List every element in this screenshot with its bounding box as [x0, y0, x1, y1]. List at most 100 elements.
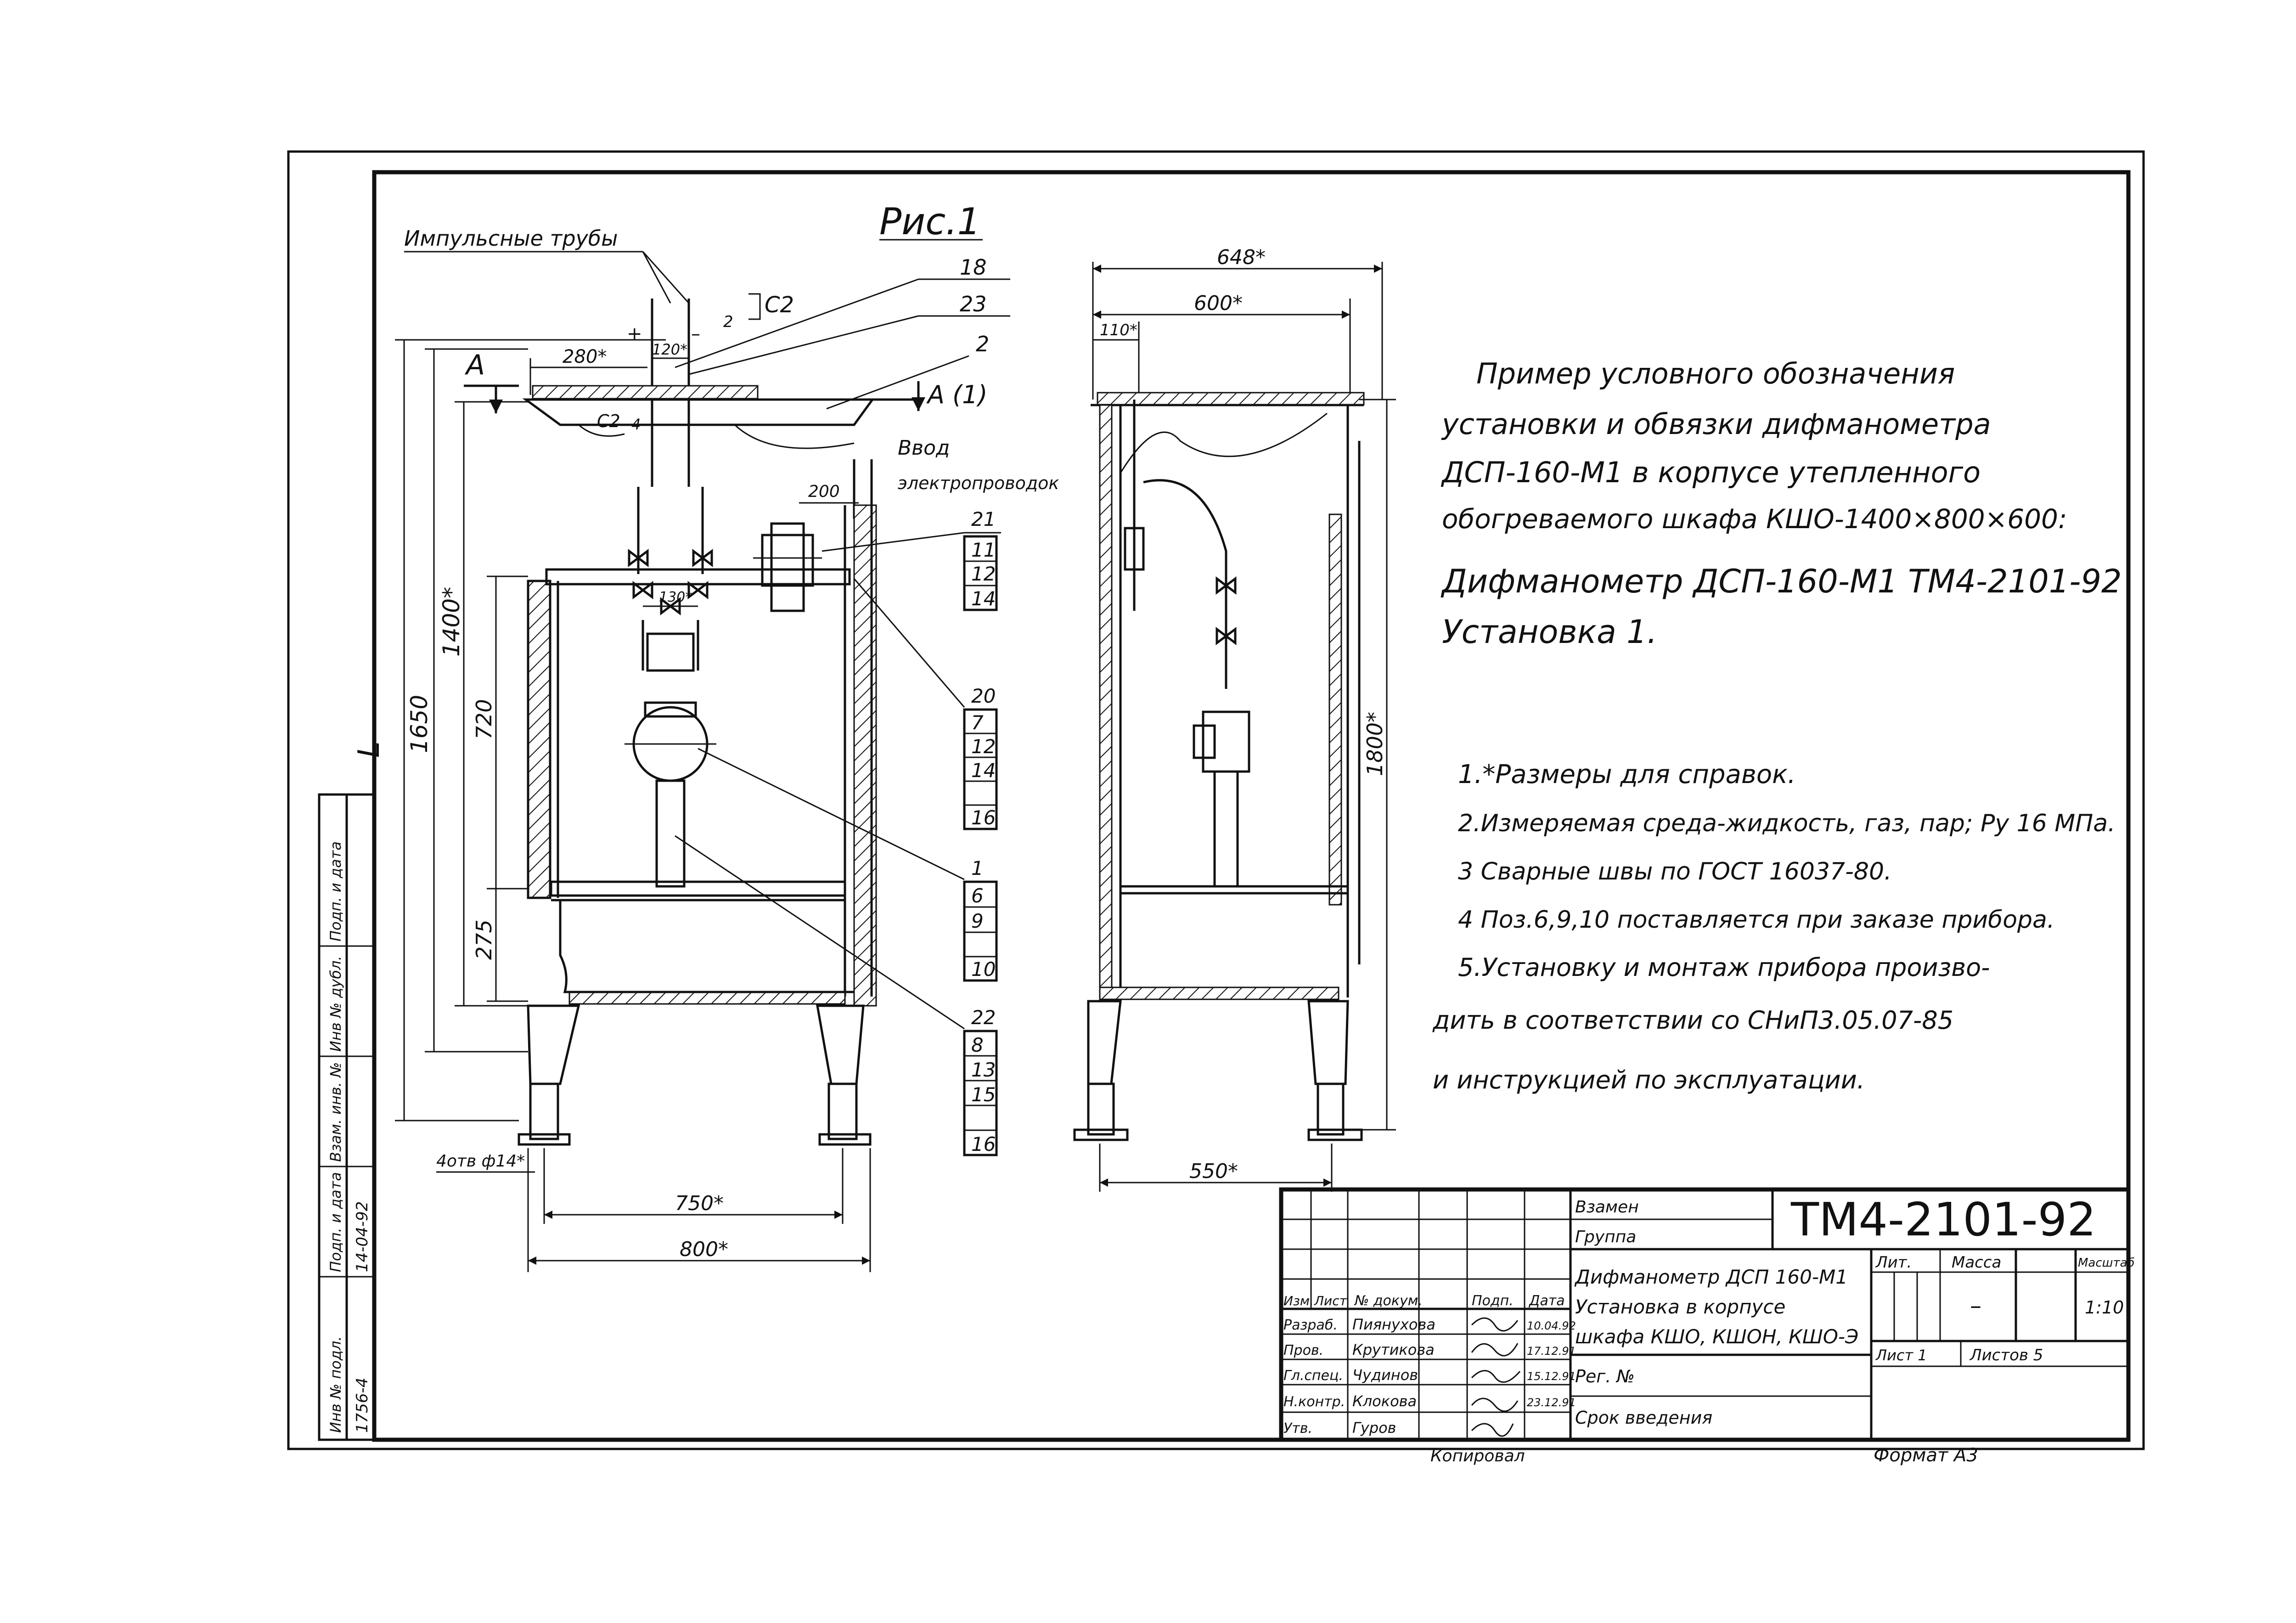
title-line: шкафа КШО, КШОН, КШО-Э — [1575, 1325, 1858, 1348]
section-a-right: А (1) — [926, 380, 988, 409]
note-line: 4 Поз.6,9,10 поставляется при заказе при… — [1458, 906, 2054, 934]
callout-1-3: 10 — [971, 958, 996, 981]
name-value: Гуров — [1352, 1419, 1396, 1437]
sheet-label: Лист 1 — [1875, 1347, 1927, 1364]
dim-550: 550* — [1189, 1160, 1238, 1183]
title-line: Установка в корпусе — [1575, 1296, 1785, 1318]
date-value: 17.12.91 — [1527, 1345, 1576, 1358]
dim-800: 800* — [680, 1238, 728, 1261]
side-stamp-label: Инв № дубл. — [327, 956, 344, 1052]
note-line: дить в соответствии со СНиП3.05.07-85 — [1432, 1006, 1953, 1035]
format-label: Формат А3 — [1874, 1445, 1978, 1466]
front-view: Рис.1 Импульсные трубы + – С2 2 280* 120… — [352, 200, 1059, 1272]
dim-1400: 1400* — [438, 587, 465, 657]
callout-20-1: 7 — [971, 711, 984, 734]
sheets-label: Листов 5 — [1969, 1346, 2043, 1364]
c2-small-label: С2 — [597, 411, 620, 431]
doc-number: ТМ4-2101-92 — [1790, 1193, 2096, 1246]
side-stamp-label: Подп. и дата — [327, 841, 344, 941]
lit-header: Лит. — [1875, 1253, 1912, 1272]
note-line: 1.*Размеры для справок. — [1458, 760, 1796, 789]
role-label: Разраб. — [1283, 1317, 1338, 1333]
dim-120: 120* — [652, 341, 687, 358]
callout-18: 18 — [960, 255, 987, 280]
figure-title: Рис.1 — [879, 200, 981, 243]
dim-280: 280* — [563, 346, 607, 367]
note-line: 3 Сварные швы по ГОСТ 16037-80. — [1458, 858, 1892, 885]
callout-23: 23 — [960, 292, 987, 316]
dim-200: 200 — [808, 482, 840, 501]
designation-line-2: Установка 1. — [1442, 613, 1657, 651]
side-stamp-label: Взам. инв. № — [327, 1062, 344, 1162]
scale-header: Масштаб — [2078, 1256, 2135, 1270]
callout-21-0: 21 — [971, 508, 996, 530]
dim-1650: 1650 — [406, 695, 433, 753]
dim-600: 600* — [1194, 292, 1243, 315]
dim-L: L — [352, 741, 386, 758]
dim-750: 750* — [675, 1192, 724, 1215]
side-stamp-value: 1756-4 — [353, 1378, 371, 1433]
callout-20-2: 12 — [971, 735, 996, 758]
gruppa-label: Группа — [1575, 1228, 1636, 1246]
role-label: Утв. — [1283, 1420, 1312, 1437]
impulse-tubes-label: Импульсные трубы — [404, 226, 618, 251]
col-header: Дата — [1528, 1293, 1565, 1309]
role-label: Пров. — [1283, 1342, 1323, 1358]
dim-130: 130* — [659, 589, 692, 605]
dim-holes: 4отв ф14* — [436, 1152, 525, 1171]
callout-1-1: 6 — [971, 885, 984, 907]
number-2-label: 2 — [723, 313, 733, 331]
wiring-label-2: электропроводок — [898, 473, 1059, 493]
description-block: Пример условного обозначения установки и… — [1441, 357, 2122, 651]
dim-648: 648* — [1217, 246, 1266, 269]
valid-from: Срок введения — [1575, 1408, 1712, 1428]
section-a-left: А — [464, 349, 485, 381]
c2-label: С2 — [765, 292, 794, 318]
mass-header: Масса — [1952, 1253, 2001, 1272]
role-label: Н.контр. — [1283, 1394, 1345, 1410]
note-line: 5.Установку и монтаж прибора произво- — [1458, 953, 1990, 982]
dim-275: 275 — [472, 919, 496, 960]
vzamen-label: Взамен — [1575, 1198, 1639, 1217]
reg-no: Рег. № — [1575, 1366, 1635, 1386]
mass-value: – — [1970, 1292, 1981, 1319]
callout-22-0: 22 — [971, 1006, 996, 1029]
description-line: ДСП-160-М1 в корпусе утепленного — [1441, 456, 1981, 489]
name-value: Пиянухова — [1352, 1316, 1435, 1333]
designation-line-1: Дифманометр ДСП-160-М1 ТМ4-2101-92 — [1441, 563, 2122, 600]
notes-block: 1.*Размеры для справок. 2.Измеряемая сре… — [1432, 760, 2116, 1094]
callout-20-3: 14 — [971, 759, 996, 782]
callout-group-22: 22 8 13 15 16 — [675, 835, 998, 1156]
scale-value: 1:10 — [2085, 1297, 2124, 1318]
side-view: 648* 600* 110* — [1073, 246, 1396, 1192]
side-stamp-value: 14-04-92 — [353, 1201, 371, 1272]
callout-22-3: 15 — [971, 1083, 996, 1106]
dim-720: 720 — [472, 699, 496, 739]
callout-group-1: 1 6 9 10 — [698, 748, 998, 982]
callout-21-1: 11 — [971, 539, 996, 561]
col-header: Лист — [1314, 1293, 1347, 1308]
plus-sign: + — [627, 323, 642, 344]
date-value: 23.12.91 — [1527, 1396, 1576, 1409]
dim-110: 110* — [1100, 321, 1137, 339]
note-line: 2.Измеряемая среда-жидкость, газ, пар; Р… — [1458, 810, 2116, 837]
callout-group-21: 21 11 12 14 — [822, 508, 1001, 611]
copied-label: Копировал — [1430, 1447, 1525, 1465]
description-line: Пример условного обозначения — [1476, 357, 1955, 390]
callout-21-3: 14 — [971, 587, 996, 610]
col-header: Изм. — [1283, 1293, 1314, 1308]
col-header: Подп. — [1472, 1293, 1514, 1309]
name-value: Чудинов — [1352, 1366, 1418, 1384]
name-value: Крутикова — [1352, 1341, 1435, 1358]
note-line: и инструкцией по эксплуатации. — [1433, 1065, 1865, 1094]
name-value: Клокова — [1352, 1392, 1417, 1410]
title-block: Изм. Лист № докум. Подп. Дата Разраб. Пи… — [1279, 1187, 2135, 1442]
callout-1-0: 1 — [971, 857, 984, 879]
callout-22-4: 16 — [971, 1133, 996, 1155]
side-stamp-label: Подп. и дата — [327, 1172, 344, 1272]
col-header: № докум. — [1354, 1293, 1423, 1309]
dim-1800: 1800* — [1362, 712, 1387, 776]
role-label: Гл.спец. — [1283, 1368, 1343, 1384]
callout-group-20: 20 7 12 14 16 — [853, 578, 998, 830]
